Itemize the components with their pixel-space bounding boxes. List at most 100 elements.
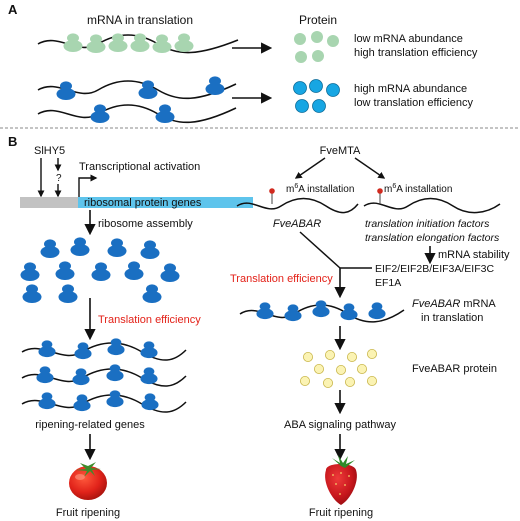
abar-protein — [324, 349, 335, 360]
elongation-factors: translation elongation factors — [365, 232, 500, 244]
free-ribosome-pool — [20, 237, 180, 303]
blue-ribosome — [72, 368, 90, 386]
m6a-installation-left: m6A installation — [286, 183, 354, 195]
blue-ribosome — [22, 284, 42, 303]
green-ribosome — [174, 33, 194, 52]
blue-ribosome — [312, 300, 330, 318]
green-ribosome — [130, 33, 150, 52]
mrna-strand — [37, 104, 237, 124]
green-protein — [312, 50, 324, 62]
blue-ribosome — [74, 342, 92, 360]
blue-ribosome — [91, 262, 111, 281]
fvemta-label: FveMTA — [320, 145, 361, 157]
blue-ribosome — [20, 262, 40, 281]
blue-ribosome — [284, 304, 302, 322]
blue-protein — [309, 79, 323, 93]
strawberry-seed — [339, 493, 341, 495]
arrow-mta-right — [354, 157, 386, 179]
row2-line1: high mRNA abundance — [354, 83, 467, 95]
slhy5-label: SlHY5 — [34, 145, 65, 157]
right-fruit-ripening: Fruit ripening — [309, 507, 373, 519]
promoter-region — [20, 197, 78, 208]
blue-ribosome — [90, 104, 110, 123]
blue-ribosome — [368, 302, 386, 320]
blue-protein — [326, 83, 340, 97]
abar-to-junction — [299, 231, 341, 269]
initiation-factors: translation initiation factors — [365, 218, 490, 230]
strawberry-seed — [335, 483, 337, 485]
blue-ribosome — [140, 240, 160, 259]
ribosomal-protein-genes: ribosomal protein genes — [84, 197, 202, 209]
abar-protein — [366, 375, 377, 386]
strawberry-fruit — [325, 455, 357, 505]
blue-ribosome — [38, 340, 56, 358]
mrna-stability: mRNA stability — [438, 249, 510, 261]
panel-a-label: A — [8, 2, 18, 17]
strawberry-leaves — [332, 455, 355, 468]
m6a-pin — [269, 188, 275, 194]
abar-polysome — [239, 300, 405, 323]
blue-ribosome — [38, 392, 56, 410]
blue-ribosome — [58, 284, 78, 303]
abar-protein — [346, 351, 357, 362]
strawberry-seed — [340, 472, 342, 474]
blue-ribosome — [106, 364, 124, 382]
blue-ribosome — [340, 303, 358, 321]
abar-protein — [366, 348, 377, 359]
strawberry-body — [325, 464, 357, 505]
abar-transcript — [236, 197, 359, 214]
factor-list-line2: EF1A — [375, 277, 401, 289]
blue-ribosome — [73, 394, 91, 412]
blue-ribosome — [142, 284, 162, 303]
fveabar-protein: FveABAR protein — [412, 363, 497, 375]
arrow-mta-left — [294, 157, 326, 179]
left-translation-efficiency: Translation efficiency — [98, 314, 201, 326]
fveabar-gene: FveABAR — [273, 218, 321, 230]
blue-protein-cluster — [293, 79, 340, 113]
green-protein-cluster — [294, 31, 339, 63]
strawberry-seed — [344, 484, 346, 486]
low-abundance-transcript — [37, 33, 239, 54]
abar-mrna-line1: FveABAR mRNA — [412, 298, 496, 310]
blue-ribosome — [70, 237, 90, 256]
blue-ribosome — [106, 390, 124, 408]
blue-ribosome — [40, 239, 60, 258]
abar-protein — [344, 376, 355, 387]
blue-ribosome — [36, 366, 54, 384]
abar-protein — [356, 363, 367, 374]
blue-ribosome — [107, 238, 127, 257]
abar-protein-cluster — [299, 348, 377, 388]
tomato-fruit — [69, 462, 107, 500]
ribosome-assembly: ribosome assembly — [98, 218, 193, 230]
strawberry-seed — [332, 474, 334, 476]
panel-a-left-header: mRNA in translation — [87, 13, 193, 27]
blue-ribosome — [55, 261, 75, 280]
tomato-highlight — [75, 474, 85, 480]
abar-protein — [335, 364, 346, 375]
ribosomal-protein-genes-box — [78, 197, 253, 208]
transcriptional-activation: Transcriptional activation — [79, 161, 200, 173]
transcription-start-arrow — [78, 174, 98, 197]
row1-line1: low mRNA abundance — [354, 33, 463, 45]
left-polysomes — [21, 338, 187, 413]
row2-line2: low translation efficiency — [354, 97, 474, 109]
m6a-installation-right: m6A installation — [384, 183, 452, 195]
unknown-mediator: ? — [56, 173, 62, 184]
factor-list-line1: EIF2/EIF2B/EIF3A/EIF3C — [375, 263, 494, 275]
abar-protein — [302, 351, 313, 362]
panel-b-label: B — [8, 134, 17, 149]
blue-ribosome — [155, 104, 175, 123]
green-ribosome — [86, 34, 106, 53]
green-protein — [294, 33, 306, 45]
blue-ribosome — [56, 81, 76, 100]
blue-protein — [293, 81, 307, 95]
green-ribosome — [108, 33, 128, 52]
tomato-calyx — [76, 462, 101, 477]
green-ribosome — [152, 34, 172, 53]
blue-ribosome — [140, 341, 158, 359]
left-fruit-ripening: Fruit ripening — [56, 507, 120, 519]
aba-signaling-pathway: ABA signaling pathway — [284, 419, 396, 431]
panel-a-right-header: Protein — [299, 13, 337, 27]
ripening-related-genes: ripening-related genes — [35, 419, 145, 431]
